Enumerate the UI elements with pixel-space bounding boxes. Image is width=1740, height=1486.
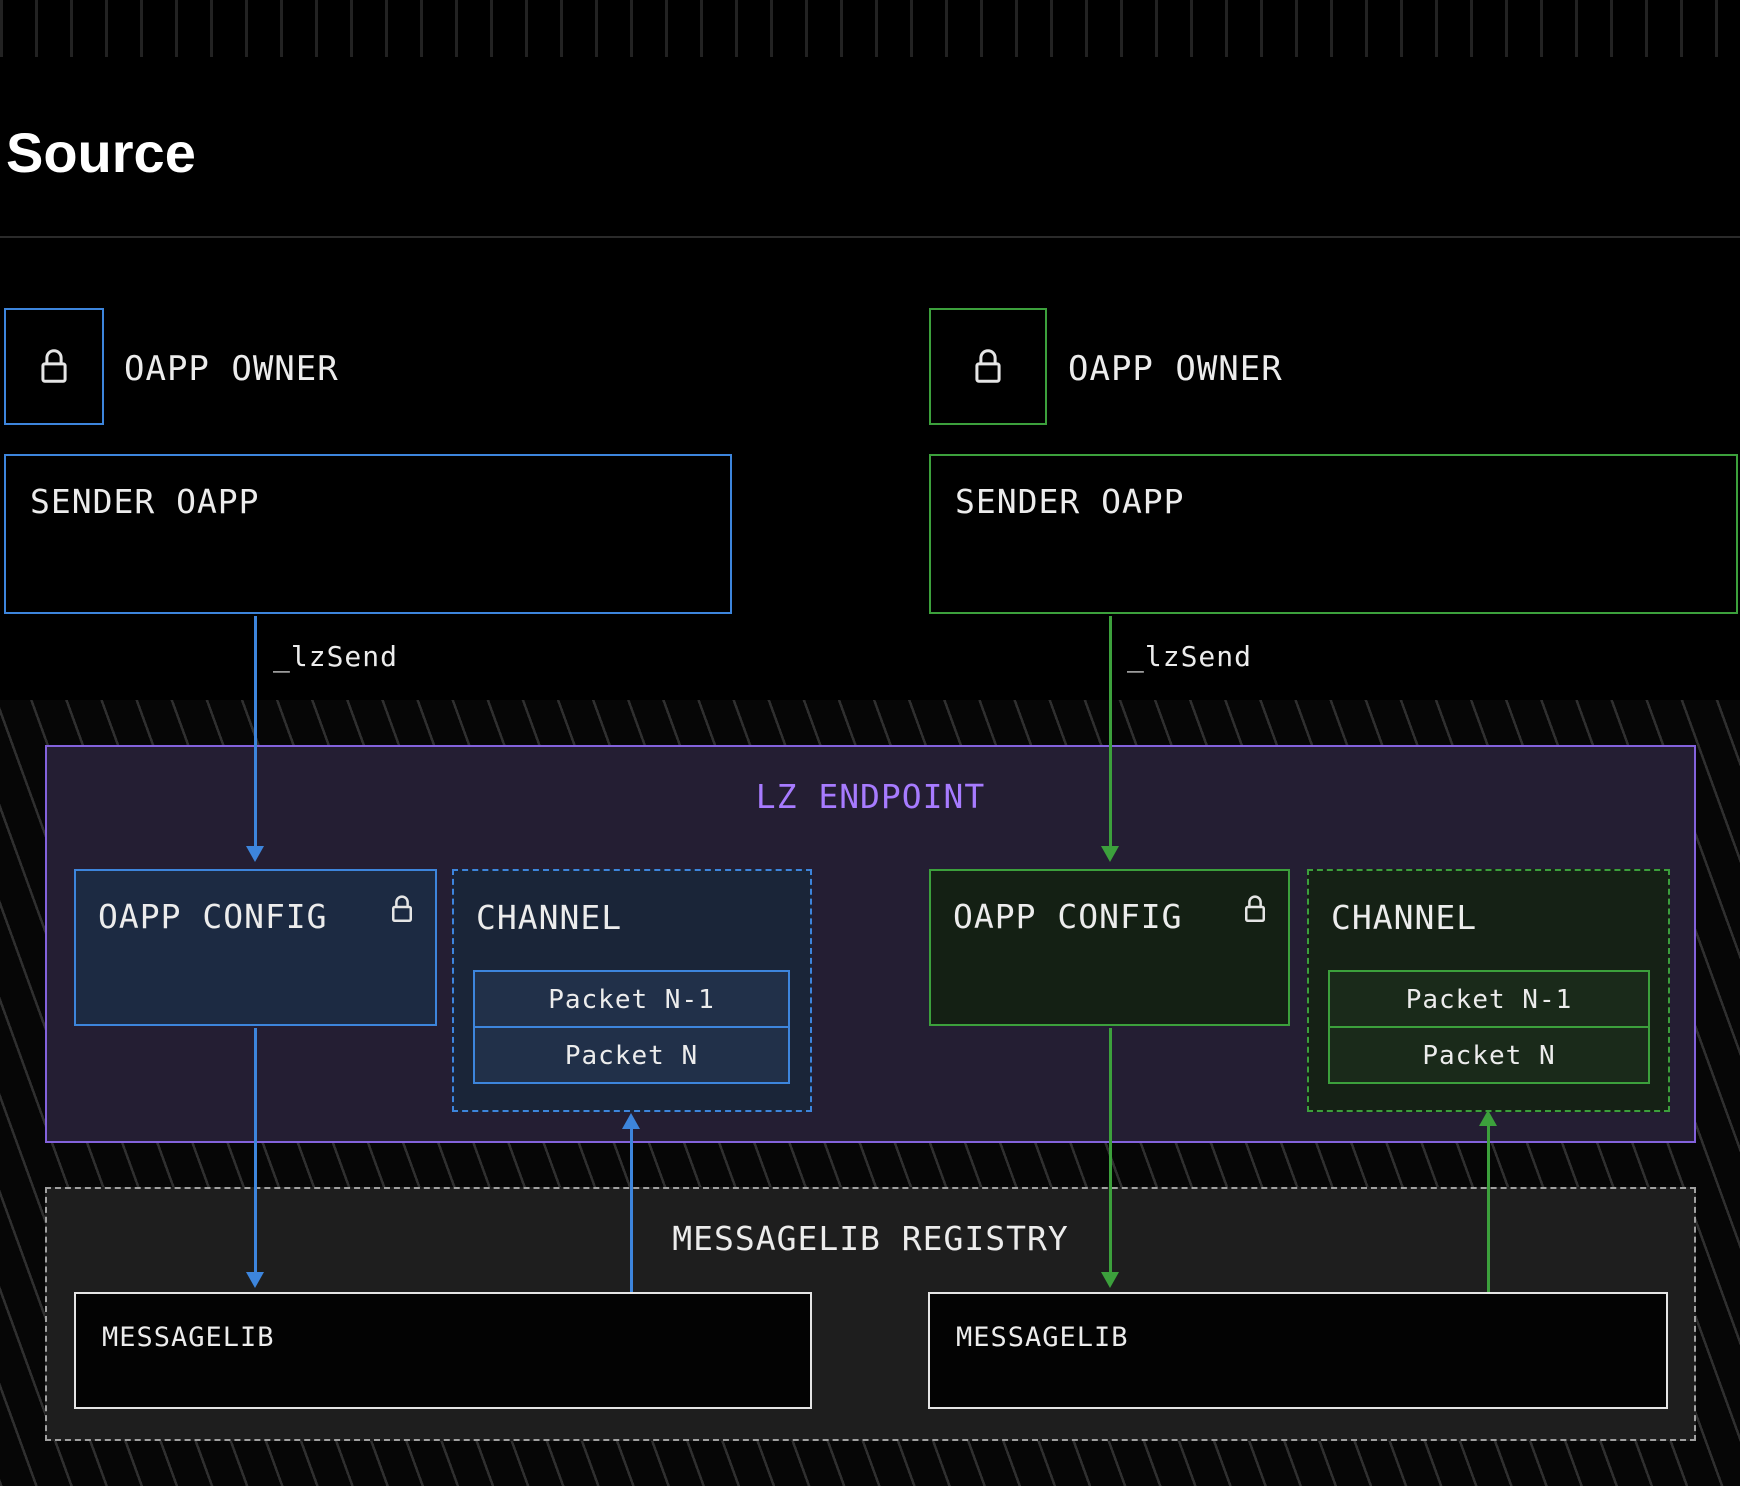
oapp-config-label-right: OAPP CONFIG [953,897,1183,936]
oapp-owner-box-left [4,308,104,425]
messagelib-label-left: MESSAGELIB [102,1322,275,1353]
lzsend-label-left: _lzSend [273,640,399,673]
packet-item: Packet N [473,1026,790,1084]
lock-icon [392,895,412,922]
oapp-config-box-right: OAPP CONFIG [929,869,1290,1026]
messagelib-label-right: MESSAGELIB [956,1322,1129,1353]
channel-label-left: CHANNEL [476,898,623,937]
oapp-config-box-left: OAPP CONFIG [74,869,437,1026]
page-title: Source [6,121,196,184]
oapp-owner-box-right [929,308,1047,425]
ruler-band [0,0,1740,57]
packet-item: Packet N [1328,1026,1650,1084]
oapp-owner-label-right: OAPP OWNER [1068,349,1283,389]
lock-icon [1245,895,1265,922]
messagelib-box-left: MESSAGELIB [74,1292,812,1409]
oapp-owner-label-left: OAPP OWNER [124,349,339,389]
messagelib-box-right: MESSAGELIB [928,1292,1668,1409]
sender-oapp-label-right: SENDER OAPP [955,482,1185,521]
oapp-config-label-left: OAPP CONFIG [98,897,328,936]
lz-endpoint-title: LZ ENDPOINT [755,777,986,816]
sender-oapp-label-left: SENDER OAPP [30,482,260,521]
lock-icon [975,348,1001,383]
channel-label-right: CHANNEL [1331,898,1478,937]
section-divider [0,236,1740,238]
lzsend-label-right: _lzSend [1127,640,1253,673]
packet-item: Packet N-1 [1328,970,1650,1028]
sender-oapp-box-right: SENDER OAPP [929,454,1738,614]
messagelib-registry-title: MESSAGELIB REGISTRY [672,1219,1069,1258]
packet-item: Packet N-1 [473,970,790,1028]
lock-icon [41,348,67,383]
sender-oapp-box-left: SENDER OAPP [4,454,732,614]
